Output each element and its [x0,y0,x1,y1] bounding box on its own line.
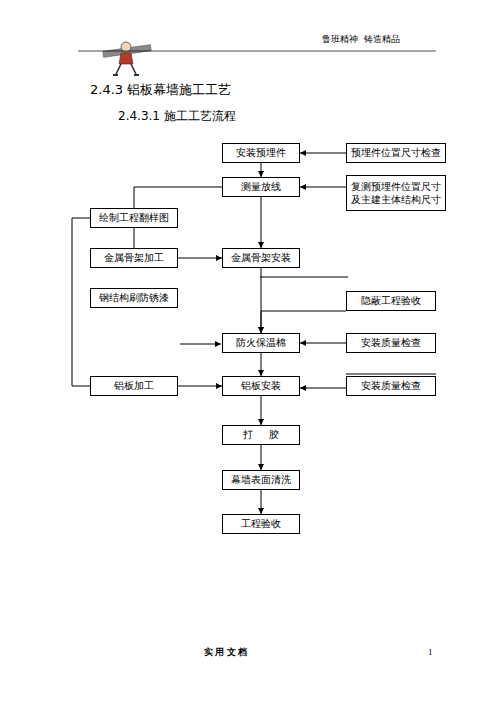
header-rule [78,51,436,52]
process-box: 隐蔽工程验收 [346,291,436,311]
double-rule [346,374,436,375]
box-text: 打 胶 [243,428,280,442]
box-text: 金属骨架加工 [104,251,164,265]
page-number: 1 [428,647,433,657]
flow-connector [178,386,222,387]
process-box: 预埋件位置尺寸检查 [346,143,446,163]
stray-line [260,277,348,278]
process-box: 钢结构刷防锈漆 [90,288,178,308]
legs-shape [116,64,136,74]
process-box: 金属骨架加工 [90,248,178,268]
flow-connector [300,187,346,188]
process-box: 绘制工程翻样图 [90,208,178,228]
process-box: 金属骨架安装 [222,248,300,268]
box-text: 铝板加工 [114,379,154,393]
box-text: 复测预埋件位置尺寸 及主建主体结构尺寸 [348,180,444,207]
process-box: 铝板安装 [222,376,300,396]
process-box: 测量放线 [222,177,300,197]
flow-connector [300,153,346,154]
process-box: 安装质量检查 [346,376,436,396]
box-text: 安装质量检查 [361,336,421,350]
flow-connector [261,490,262,514]
feet-shape [113,74,139,76]
flow-connector [300,388,346,389]
head-shape [121,42,131,52]
footer-text: 实 用 文 档 [204,646,247,659]
box-text: 铝板安装 [241,379,281,393]
box-text: 幕墙表面清洗 [231,473,291,487]
process-box: 铝板加工 [90,376,178,396]
process-box: 打 胶 [222,425,300,445]
box-text: 防火保温棉 [236,336,286,350]
flow-connector [261,268,262,333]
flow-connector [300,343,346,344]
flow-connector [261,396,262,425]
box-text: 安装质量检查 [361,379,421,393]
box-text: 隐蔽工程验收 [361,294,421,308]
box-text: 绘制工程翻样图 [99,211,169,225]
flow-connector [261,311,346,333]
section-title: 2.4.3 铝板幕墙施工工艺 [90,81,231,99]
process-box: 安装质量检查 [346,333,436,353]
process-box: 工程验收 [222,514,300,534]
flow-connector [134,228,135,248]
process-box: 防火保温棉 [222,333,300,353]
flow-connector [261,163,262,177]
box-text: 预埋件位置尺寸检查 [351,146,441,160]
mascot-icon [103,42,151,75]
flow-connector [261,445,262,470]
flow-connector [134,187,222,208]
body-shape [119,53,133,64]
flow-connector [72,218,90,386]
header-text: 鲁班精神 [322,33,358,46]
flow-connector [178,258,222,259]
box-text: 安装预埋件 [236,146,286,160]
box-text: 钢结构刷防锈漆 [99,291,169,305]
box-text: 金属骨架安装 [231,251,291,265]
process-box: 安装预埋件 [222,143,300,163]
subsection-title: 2.4.3.1 施工工艺流程 [118,108,236,125]
flow-connector [261,353,262,376]
box-text: 工程验收 [241,517,281,531]
process-box: 幕墙表面清洗 [222,470,300,490]
box-text: 测量放线 [241,180,281,194]
stray-arrow [180,344,221,345]
flow-connector [261,197,262,248]
header-text: 铸造精品 [364,33,400,46]
process-box: 复测预埋件位置尺寸 及主建主体结构尺寸 [346,175,446,211]
